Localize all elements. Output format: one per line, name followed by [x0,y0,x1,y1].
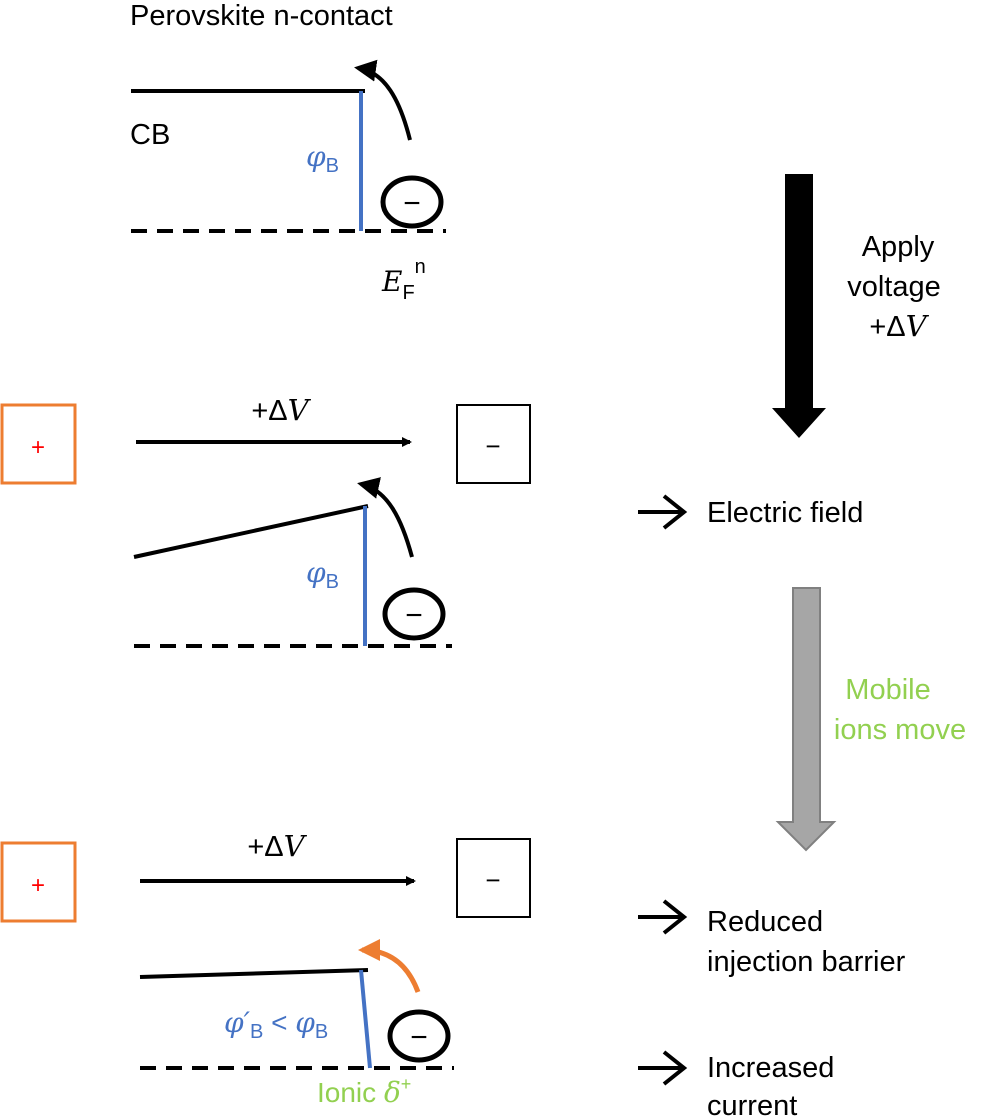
negative-sign-2: − [485,865,500,895]
delta-symbol: δ [384,1076,401,1109]
ionic-label: Ionic δ+ [317,1074,411,1109]
phi-subscript: B [326,155,339,177]
electron-circle [380,175,444,229]
fermi-e: E [381,265,402,298]
apply-delta-v-label: +ΔV [869,309,929,343]
voltage-label: voltage [847,271,941,303]
delta-v-prefix-2: +Δ [247,831,283,863]
orange-injection-arrow [358,939,421,993]
electron-sign-2: − [405,599,423,632]
positive-sign: + [31,434,45,461]
phi-symbol: φ [306,140,326,173]
electron-circle-3 [387,1009,451,1063]
ionic-word: Ionic [317,1077,384,1108]
tilted-band-line [133,504,369,559]
increased-label: Increased [707,1052,834,1084]
fermi-superscript: n [415,256,426,278]
negative-sign: − [485,431,500,461]
electron-sign: − [403,187,421,220]
apply-delta-v-prefix: +Δ [869,311,905,343]
apply-label: Apply [862,231,935,263]
phi-symbol-3: φ [295,1006,315,1039]
mobile-ions-arrow [775,587,837,852]
reduced-label: Reduced [707,906,823,938]
band-line-reduced [139,968,369,979]
phi-subscript-3: B [315,1021,328,1043]
electron-circle-2 [382,587,446,641]
phi-b-label: φB [306,140,339,177]
delta-superscript: + [401,1074,412,1094]
ions-move-label: ions move [834,714,966,746]
delta-v-prefix: +Δ [251,395,287,427]
cb-label: CB [130,119,170,151]
delta-v-variable-2: V [284,829,308,863]
apply-voltage-arrow [772,174,826,438]
less-than-sign: < [263,1007,295,1038]
negative-electrode-box-2 [456,838,531,918]
reduced-barrier-label: φ′B < φB [224,1006,328,1043]
injection-barrier-label: injection barrier [707,946,906,978]
result-arrow-3 [638,1050,688,1086]
phi-prime-symbol: φ′ [224,1006,251,1039]
positive-electrode-box-2 [0,841,77,923]
electric-field-label: Electric field [707,497,863,529]
phi-b-label-2: φB [306,556,339,593]
electron-injection-arrow-2 [357,477,414,558]
fermi-level-label: EFn [381,256,426,304]
delta-v-variable: V [288,393,312,427]
delta-v-label: +ΔV [251,393,311,427]
reduced-barrier-line [359,969,372,1069]
electron-injection-arrow [354,59,412,141]
electron-sign-3: − [410,1021,428,1054]
negative-electrode-box [456,404,531,484]
diagram-title: Perovskite n-contact [130,0,393,32]
result-arrow-2 [638,899,688,935]
apply-delta-v-variable: V [906,309,930,343]
positive-electrode-box [0,403,77,485]
result-arrow-1 [638,494,688,530]
mobile-label: Mobile [845,674,930,706]
current-label: current [707,1090,797,1118]
phi-symbol-2: φ [306,556,326,589]
phi-prime-subscript: B [250,1021,263,1043]
phi-subscript-2: B [326,571,339,593]
positive-sign-2: + [31,872,45,899]
delta-v-label-2: +ΔV [247,829,307,863]
fermi-subscript: F [402,282,414,304]
